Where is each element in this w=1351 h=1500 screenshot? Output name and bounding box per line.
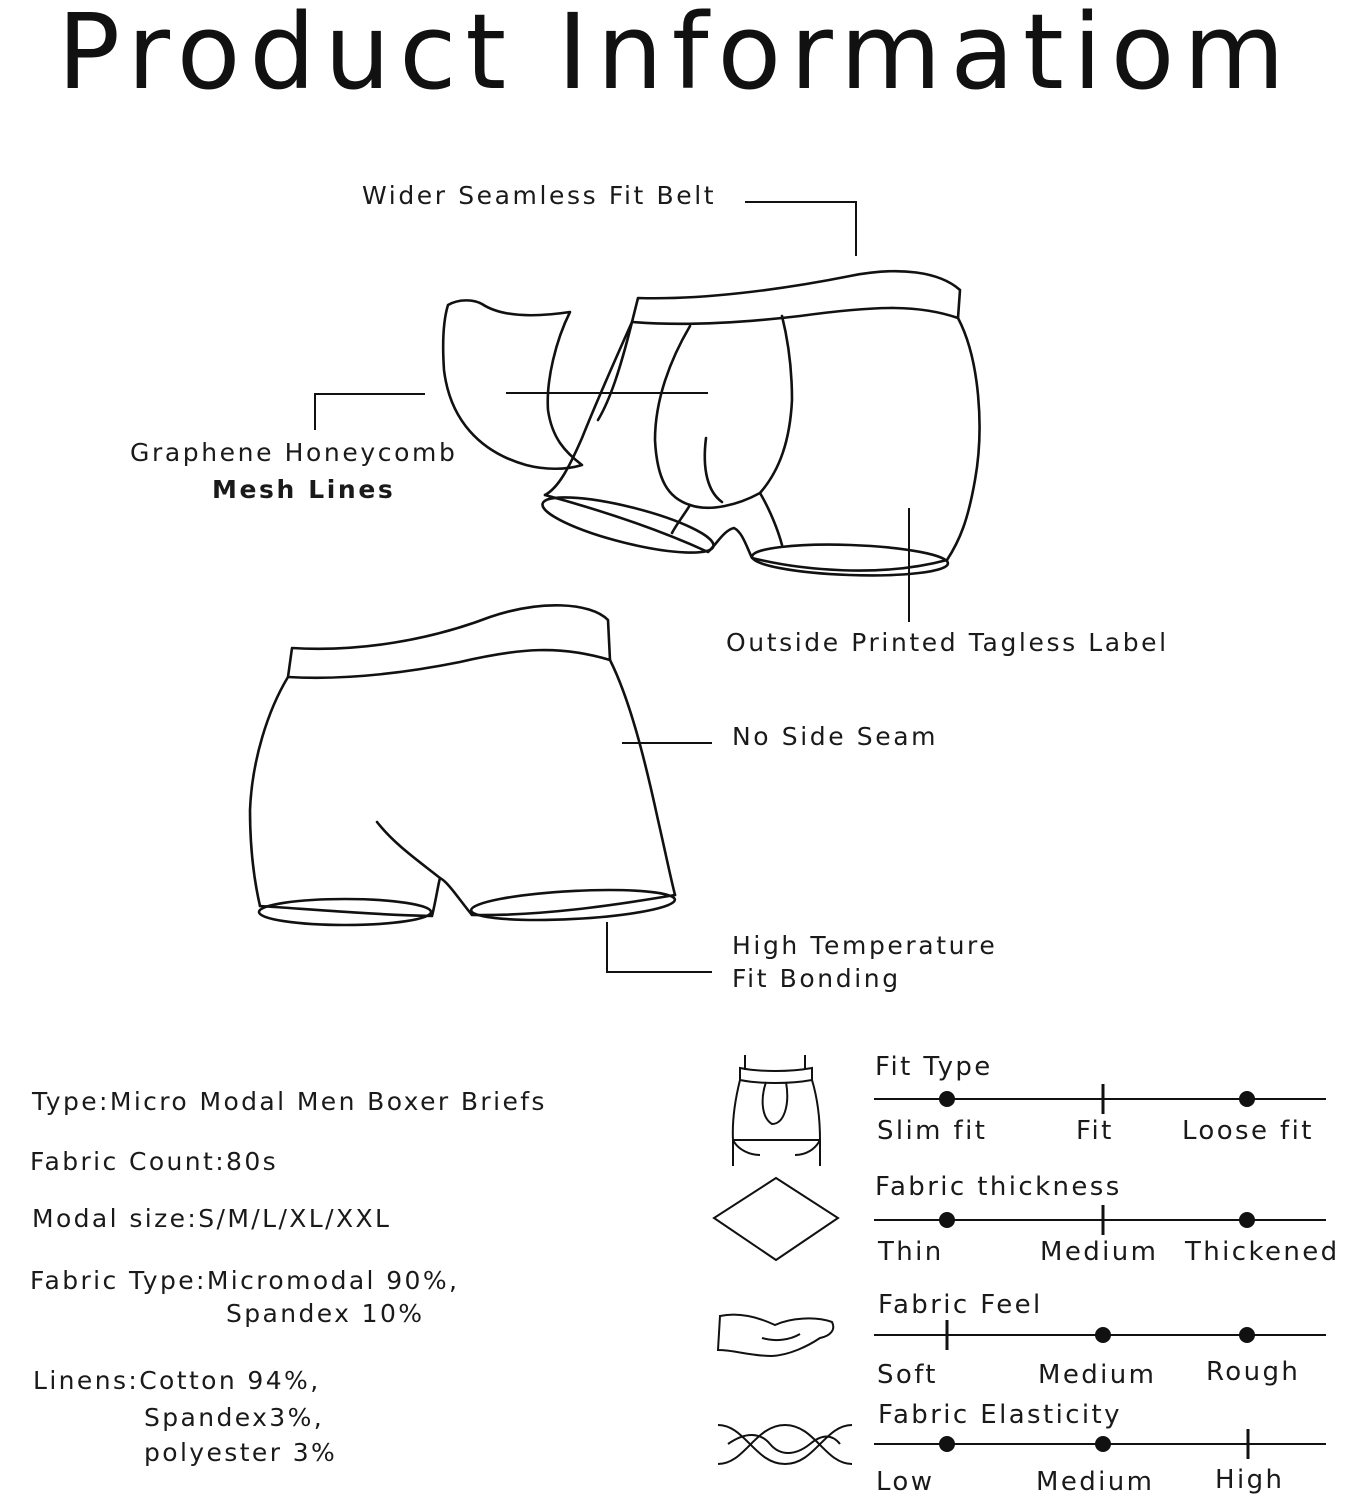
scale-dot [939, 1091, 955, 1107]
scale-dot [939, 1436, 955, 1452]
scale-dot [1239, 1327, 1255, 1343]
stretch-icon [717, 1423, 853, 1466]
spec-fabric-count: Fabric Count:80s [30, 1147, 279, 1176]
scale-dot [1239, 1212, 1255, 1228]
scale-label: Thickened [1185, 1237, 1340, 1267]
spec-size: Modal size:S/M/L/XL/XXL [32, 1204, 392, 1233]
boxer-icon [731, 1055, 822, 1166]
scale-tracks [874, 1098, 1326, 1445]
feel-markers [945, 1320, 1255, 1350]
callout-belt: Wider Seamless Fit Belt [362, 181, 717, 210]
spec-linens: Linens:Cotton 94%, [33, 1366, 321, 1395]
scale-label: Medium [1038, 1360, 1157, 1390]
scale-title-elasticity: Fabric Elasticity [878, 1400, 1122, 1430]
spec-linens-cont2: polyester 3% [144, 1438, 338, 1467]
scale-label: Low [876, 1467, 935, 1497]
callout-leaders [314, 201, 910, 973]
scale-dot [1239, 1091, 1255, 1107]
front-boxer-drawing [541, 269, 981, 577]
callout-bonding-line2: Fit Bonding [732, 964, 901, 993]
spec-fabric-type: Fabric Type:Micromodal 90%, [30, 1266, 460, 1295]
spec-fabric-type-cont: Spandex 10% [226, 1299, 425, 1328]
scale-dot [1095, 1327, 1111, 1343]
spec-type: Type:Micro Modal Men Boxer Briefs [32, 1087, 547, 1116]
callout-mesh-line2: Mesh Lines [212, 475, 396, 504]
scale-label: Loose fit [1182, 1116, 1314, 1146]
fit-type-markers [939, 1084, 1255, 1114]
callout-bonding-line1: High Temperature [732, 931, 998, 960]
spec-linens-cont1: Spandex3%, [144, 1403, 325, 1432]
scale-title-fit-type: Fit Type [875, 1052, 993, 1082]
scale-label: Rough [1206, 1357, 1301, 1387]
callout-side-seam: No Side Seam [732, 722, 939, 751]
diamond-icon [712, 1176, 840, 1262]
scale-label: Soft [877, 1360, 938, 1390]
mesh-flap-drawing [441, 299, 708, 471]
scale-dot [1095, 1436, 1111, 1452]
thickness-markers [939, 1205, 1255, 1235]
scale-label: Medium [1036, 1467, 1155, 1497]
callout-mesh-line1: Graphene Honeycomb [130, 438, 458, 467]
scale-dot [939, 1212, 955, 1228]
scale-label: Thin [878, 1237, 944, 1267]
elasticity-markers [939, 1429, 1250, 1459]
scale-title-feel: Fabric Feel [878, 1290, 1043, 1320]
scale-title-thickness: Fabric thickness [875, 1172, 1122, 1202]
scale-label: Fit [1076, 1116, 1114, 1146]
scale-label: Medium [1040, 1237, 1159, 1267]
callout-tagless-label: Outside Printed Tagless Label [726, 628, 1169, 657]
scale-label: High [1215, 1465, 1285, 1495]
hand-icon [716, 1313, 835, 1358]
scale-label: Slim fit [877, 1116, 988, 1146]
back-boxer-drawing [248, 604, 677, 927]
page-title: Product Informatiom [57, 0, 1294, 113]
